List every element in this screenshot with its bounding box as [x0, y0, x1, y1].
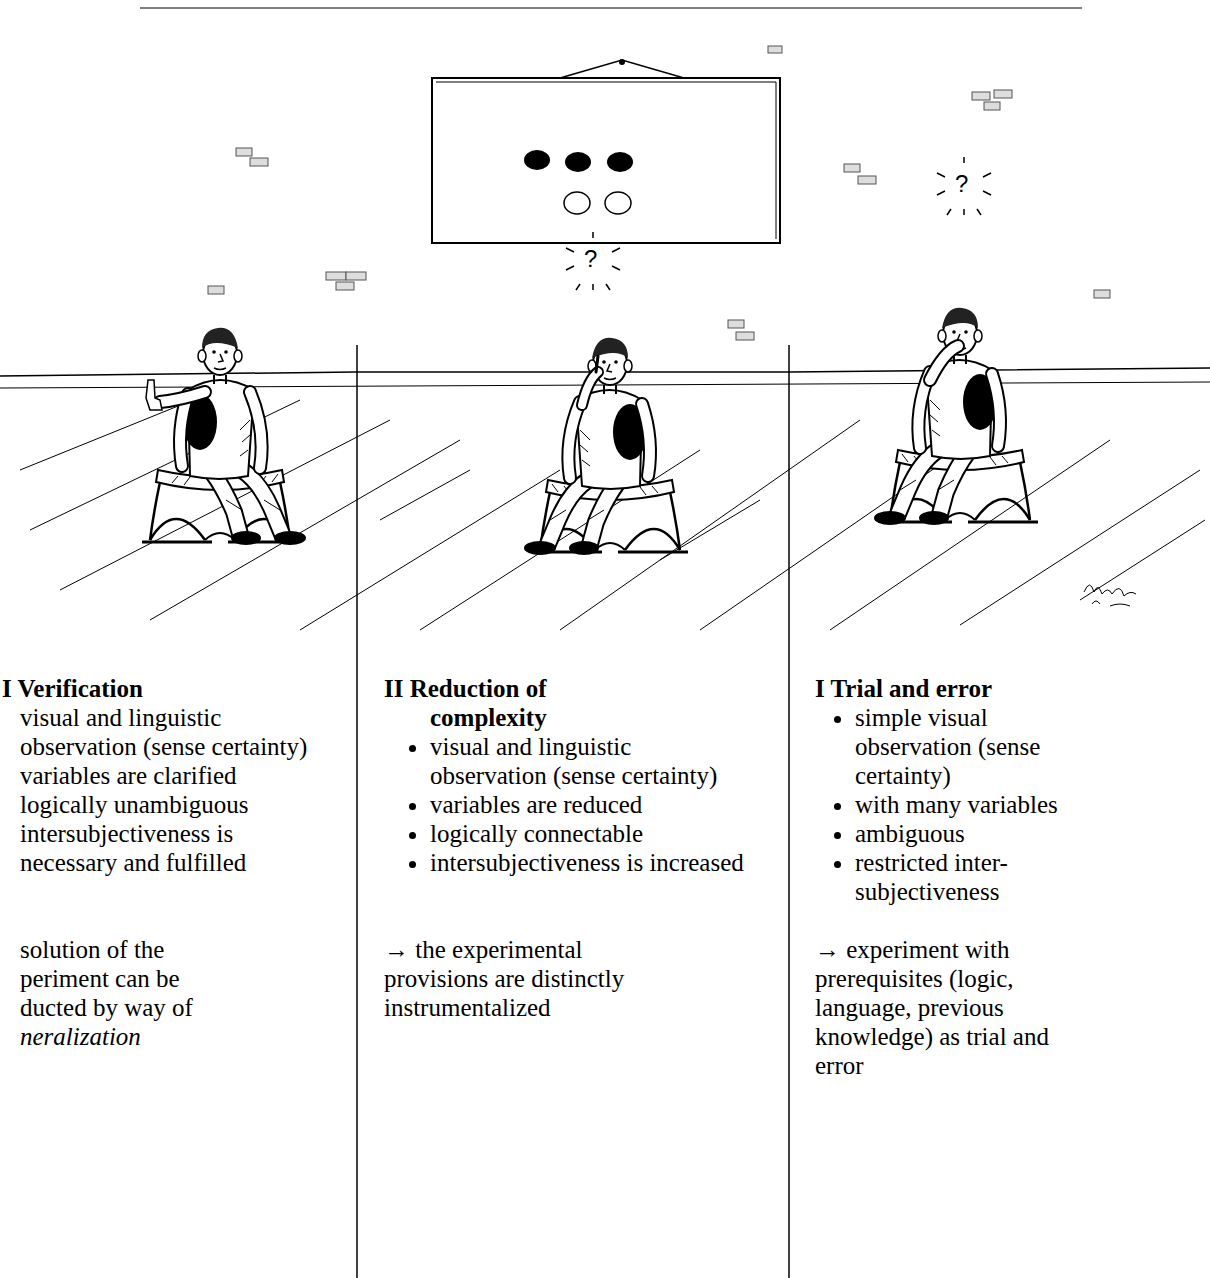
text-block: ? — [955, 171, 975, 197]
bullet-item: restricted inter- subjectiveness — [855, 848, 1087, 906]
text-block: visual and linguistic observation (sense… — [430, 732, 752, 877]
conclusion-italic: neralization — [20, 1022, 220, 1051]
text-block: simple visual observation (sense certain… — [855, 703, 1087, 906]
bullet-item: visual and linguistic observation (sense… — [430, 732, 752, 790]
bullet-item: variables are reduced — [430, 790, 752, 819]
column-heading: I Verification — [2, 674, 332, 703]
criterion-item: visual and linguistic observation (sense… — [20, 703, 320, 761]
text-block: ? — [584, 246, 604, 272]
question-mark: ? — [955, 171, 975, 197]
question-mark: ? — [584, 246, 604, 272]
bullet-list: visual and linguistic observation (sense… — [430, 732, 752, 877]
bullet-item: with many variables — [855, 790, 1087, 819]
conclusion-text: → experiment with prerequisites (logic, … — [815, 936, 1049, 1079]
criterion-item: variables are clarified — [20, 761, 320, 790]
bullet-item: intersubjectiveness is increased — [430, 848, 752, 877]
column-heading: II Reduction of complexity — [384, 674, 624, 732]
column-heading: I Trial and error — [815, 674, 1145, 703]
criterion-item: intersubjectiveness is necessary and ful… — [20, 819, 320, 877]
text-block: I Verification — [2, 674, 332, 703]
conclusion-text: → the experimental provisions are distin… — [384, 936, 624, 1021]
conclusion-text: solution of the periment can be ducted b… — [20, 936, 193, 1021]
text-block: visual and linguistic observation (sense… — [20, 703, 320, 877]
criterion-item: logically unambiguous — [20, 790, 320, 819]
bullet-item: logically connectable — [430, 819, 752, 848]
bullet-item: simple visual observation (sense certain… — [855, 703, 1087, 790]
text-block: solution of the periment can be ducted b… — [20, 935, 220, 1051]
text-block: → the experimental provisions are distin… — [384, 935, 684, 1022]
text-block: II Reduction of complexity — [384, 674, 624, 732]
text-block: → experiment with prerequisites (logic, … — [815, 935, 1087, 1080]
bullet-list: simple visual observation (sense certain… — [855, 703, 1087, 906]
bullet-item: ambiguous — [855, 819, 1087, 848]
text-block: I Trial and error — [815, 674, 1145, 703]
